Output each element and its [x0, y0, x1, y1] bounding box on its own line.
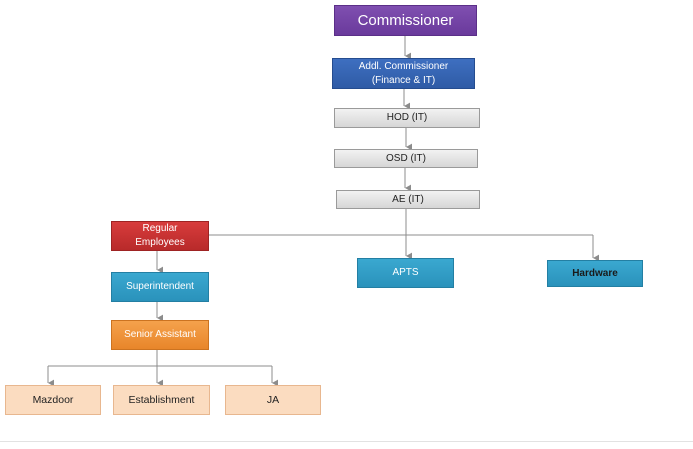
node-addl-commissioner-line1: Addl. Commissioner: [358, 60, 449, 72]
node-establishment-label: Establishment: [128, 394, 195, 406]
node-ae-it: AE (IT): [336, 190, 480, 209]
node-osd-it-label: OSD (IT): [386, 152, 426, 164]
node-superintendent: Superintendent: [111, 272, 209, 302]
node-hardware-label: Hardware: [572, 267, 618, 279]
node-ae-it-label: AE (IT): [392, 193, 424, 205]
node-regular-employees-line1: Regular: [142, 223, 178, 234]
node-apts: APTS: [357, 258, 454, 288]
node-regular-employees-line2: Employees: [135, 237, 185, 248]
node-superintendent-label: Superintendent: [126, 281, 194, 292]
node-mazdoor-label: Mazdoor: [32, 394, 74, 406]
node-ja-label: JA: [266, 394, 280, 406]
node-addl-commissioner: Addl. Commissioner (Finance & IT): [332, 58, 475, 89]
node-hod-it: HOD (IT): [334, 108, 480, 128]
node-commissioner-label: Commissioner: [357, 11, 454, 29]
node-mazdoor: Mazdoor: [5, 385, 101, 415]
node-addl-commissioner-line2: (Finance & IT): [371, 74, 436, 86]
node-commissioner: Commissioner: [334, 5, 477, 36]
node-establishment: Establishment: [113, 385, 210, 415]
node-osd-it: OSD (IT): [334, 149, 478, 168]
node-regular-employees: Regular Employees: [111, 221, 209, 251]
node-hardware: Hardware: [547, 260, 643, 287]
node-hod-it-label: HOD (IT): [386, 112, 428, 123]
node-senior-assistant-label: Senior Assistant: [124, 329, 196, 340]
node-apts-label: APTS: [392, 267, 419, 278]
node-ja: JA: [225, 385, 321, 415]
node-senior-assistant: Senior Assistant: [111, 320, 209, 350]
footer-divider: [0, 441, 693, 442]
